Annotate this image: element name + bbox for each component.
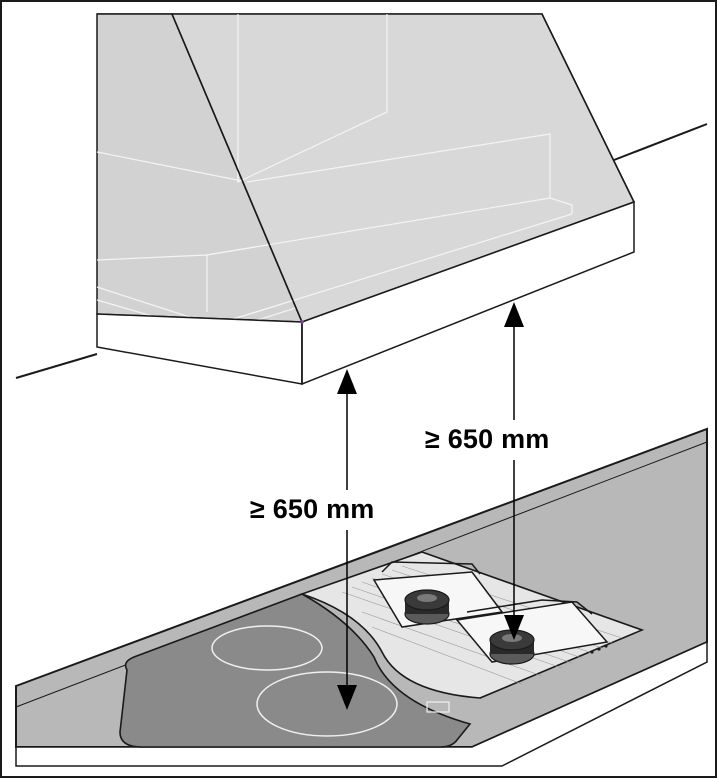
clearance-label-gas: ≥ 650 mm <box>425 424 550 454</box>
cooking-zone-back <box>211 625 323 671</box>
cooking-zone-front <box>256 671 398 737</box>
burner-knob-right <box>489 629 535 665</box>
ceramic-hob-glass <box>119 593 472 748</box>
wall-lines <box>15 123 708 379</box>
cooker-hood <box>96 13 636 386</box>
burner-knob-left <box>404 589 450 625</box>
dimension-arrow-left <box>337 369 357 710</box>
ceramic-hob <box>119 593 472 748</box>
hob-control-panel <box>426 701 450 713</box>
clearance-label-ceramic: ≥ 650 mm <box>250 494 375 524</box>
gas-hob <box>299 551 645 699</box>
hood-bottom-front <box>96 313 303 385</box>
dimension-arrow-right <box>504 302 524 640</box>
countertop-front-edge <box>15 640 708 767</box>
